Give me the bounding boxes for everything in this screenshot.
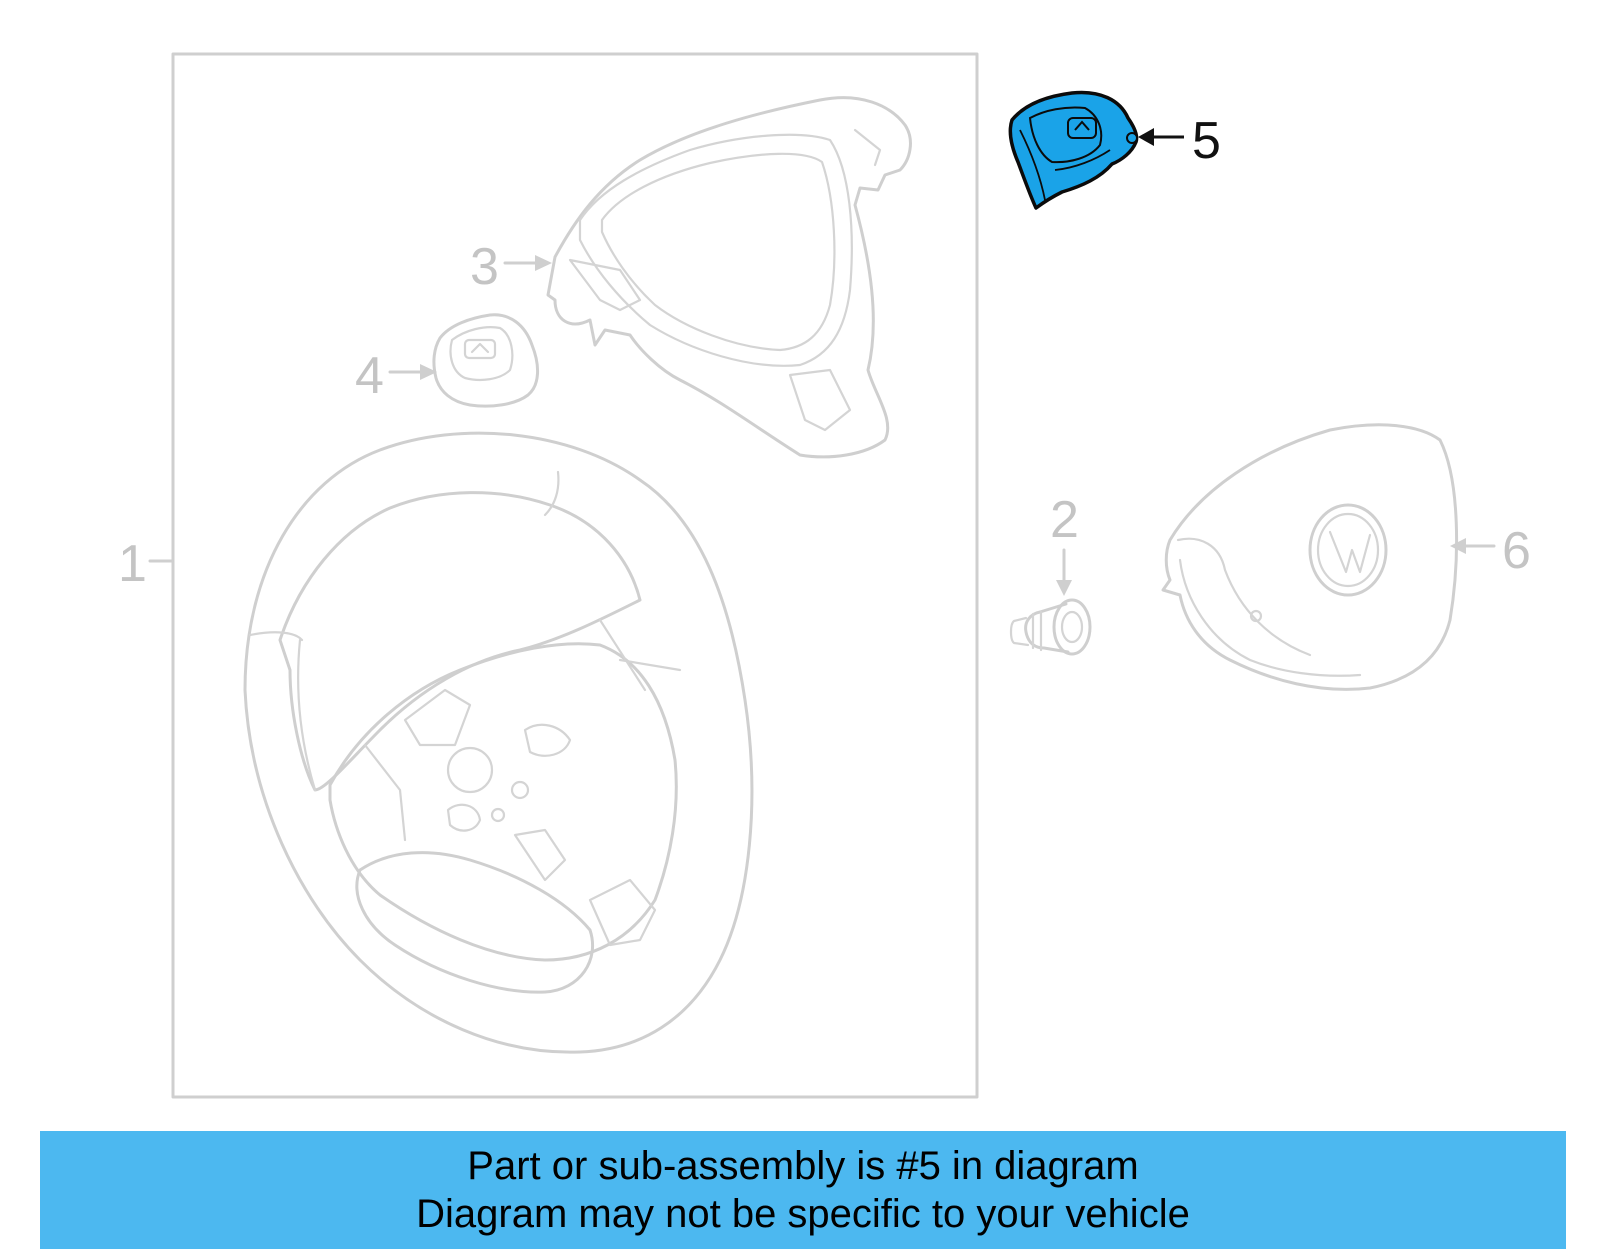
callout-6[interactable]: 6	[1450, 522, 1531, 580]
callout-2[interactable]: 2	[1050, 491, 1079, 596]
part-1-steering-wheel[interactable]	[243, 431, 754, 1054]
callout-3-label: 3	[470, 238, 499, 296]
callout-5-label: 5	[1192, 112, 1221, 170]
callout-4-label: 4	[355, 347, 384, 405]
callout-5[interactable]: 5	[1138, 112, 1221, 170]
part-6-airbag[interactable]	[1161, 423, 1459, 691]
footer-line-2: Diagram may not be specific to your vehi…	[416, 1192, 1190, 1236]
callout-2-label: 2	[1050, 491, 1079, 549]
callout-4[interactable]: 4	[355, 347, 437, 405]
parts-diagram: 1 3 4	[118, 52, 1531, 1099]
callout-1-label: 1	[118, 535, 147, 593]
callout-3[interactable]: 3	[470, 238, 552, 296]
footer-banner: Part or sub-assembly is #5 in diagram Di…	[40, 1131, 1566, 1249]
part-5-body	[1008, 90, 1139, 210]
part-3-trim-cover[interactable]	[546, 96, 912, 459]
footer-line-1: Part or sub-assembly is #5 in diagram	[467, 1144, 1139, 1188]
assembly-frame	[171, 52, 979, 1099]
part-4-switch[interactable]	[432, 313, 539, 408]
part-2-bolt[interactable]	[1009, 598, 1092, 656]
callout-1[interactable]: 1	[118, 535, 174, 593]
part-5-switch-highlighted[interactable]	[1008, 90, 1139, 210]
callout-6-label: 6	[1502, 522, 1531, 580]
